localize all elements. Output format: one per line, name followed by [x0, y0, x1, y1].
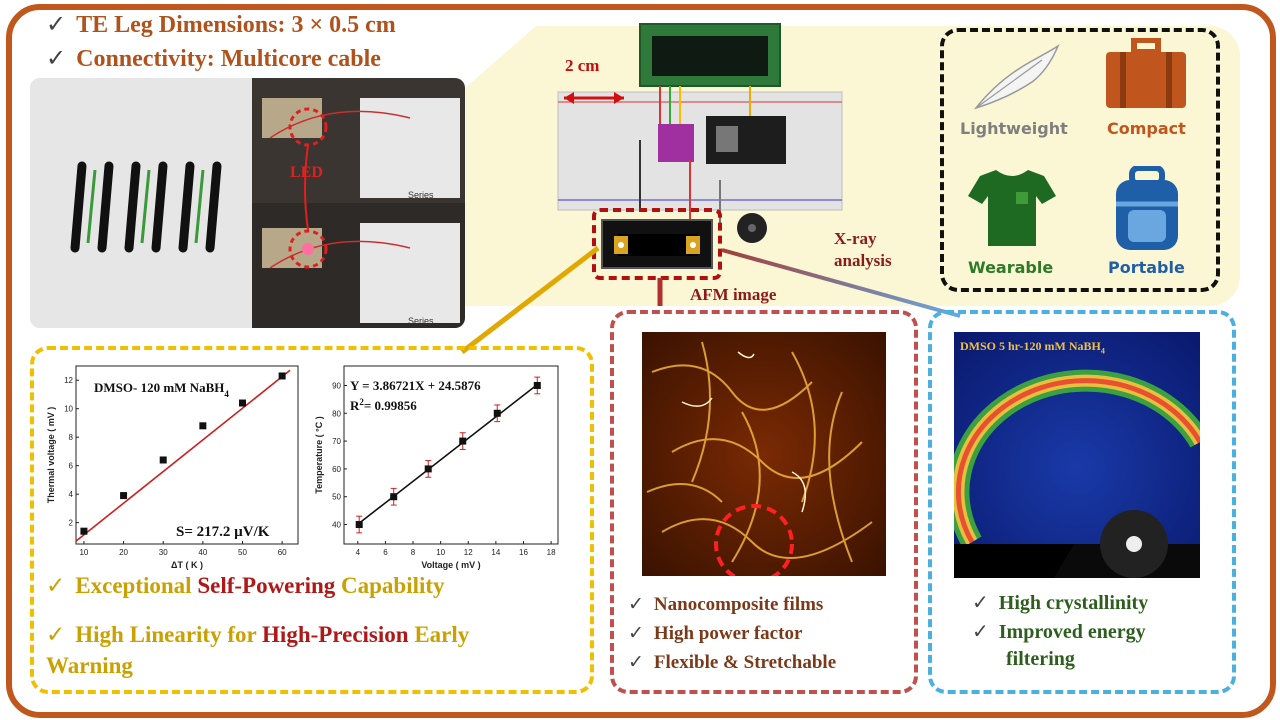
data-point — [278, 372, 286, 380]
feature-wearable: Wearable — [968, 258, 1054, 277]
plot-frame — [75, 365, 299, 545]
suitcase-icon — [1106, 38, 1186, 108]
feature-portable: Portable — [1108, 258, 1185, 277]
x-tick-label: 50 — [238, 548, 247, 557]
data-point — [424, 465, 432, 473]
series-label-2: Series — [408, 316, 434, 326]
data-point — [120, 492, 128, 500]
data-point — [239, 399, 246, 407]
header-item-connectivity: ✓Connectivity: Multicore cable — [46, 46, 381, 72]
chart-annotation-r2: R2= 0.99856 — [350, 397, 417, 413]
x-tick-label: 10 — [79, 548, 88, 557]
afm-check-2: ✓High power factor — [628, 623, 803, 644]
afm-check-3: ✓Flexible & Stretchable — [628, 652, 837, 673]
x-tick-label: 18 — [547, 548, 556, 557]
x-tick-label: 16 — [519, 548, 528, 557]
x-tick-label: 10 — [436, 548, 445, 557]
xray-check-2: ✓Improved energy — [972, 621, 1146, 643]
x-tick-label: 20 — [119, 548, 128, 557]
backpack-icon — [1116, 166, 1178, 250]
data-point — [390, 493, 398, 501]
chart-annotation-slope: S= 217.2 µV/K — [176, 524, 270, 540]
xray-check-2-line2: filtering — [1006, 648, 1075, 670]
x-tick-label: 4 — [356, 548, 361, 557]
afm-image — [642, 332, 886, 576]
xray-image — [954, 332, 1200, 578]
data-point — [533, 381, 541, 389]
y-tick-label: 70 — [332, 437, 341, 446]
y-tick-label: 90 — [332, 381, 341, 390]
chart-annotation-equation: Y = 3.86721X + 24.5876 — [350, 378, 481, 393]
r2-value: = 0.99856 — [364, 398, 417, 413]
xray-image-label: DMSO 5 hr-120 mM NaBH4 — [960, 339, 1105, 356]
fit-line — [357, 382, 540, 525]
device-photo: LED Series Series — [30, 78, 465, 328]
xray-label-line2: analysis — [834, 251, 892, 270]
y-axis-label: Temperature ( °C ) — [314, 416, 324, 493]
x-tick-label: 8 — [411, 548, 416, 557]
y-tick-label: 12 — [64, 376, 73, 385]
xray-panel — [928, 310, 1236, 694]
x-axis-label: ΔT ( K ) — [171, 560, 203, 570]
chart-thermal-voltage: 10 20 30 40 50 60 2 4 6 8 10 12 ΔT ( K ) Thermal volt… — [46, 365, 299, 570]
xray-check-1: ✓High crystallinity — [972, 592, 1149, 614]
y-tick-label: 2 — [69, 519, 74, 528]
chart-annotation-title: DMSO- 120 mM NaBH4 — [94, 380, 229, 399]
y-tick-label: 80 — [332, 409, 341, 418]
x-tick-label: 60 — [278, 548, 287, 557]
xray-label-line1: X-ray — [834, 229, 877, 248]
data-point — [80, 527, 88, 535]
y-tick-label: 8 — [69, 433, 74, 442]
afm-check-1: ✓Nanocomposite films — [628, 594, 824, 615]
y-axis-label: Thermal voltage ( mV ) — [46, 407, 56, 504]
y-tick-label: 40 — [332, 521, 341, 530]
data-point — [459, 437, 467, 445]
fit-line — [75, 369, 291, 542]
feature-compact: Compact — [1107, 119, 1186, 138]
header-item-dimensions: ✓TE Leg Dimensions: 3 × 0.5 cm — [46, 12, 396, 38]
afm-panel — [610, 310, 918, 694]
x-tick-label: 6 — [383, 548, 388, 557]
led-label: LED — [290, 164, 323, 181]
data-point — [493, 409, 501, 417]
afm-label: AFM image — [690, 285, 777, 304]
data-point — [199, 422, 207, 430]
x-tick-label: 30 — [159, 548, 168, 557]
feature-lightweight: Lightweight — [960, 119, 1068, 138]
circuit-schematic — [557, 23, 843, 280]
r2-superscript: 2 — [359, 397, 364, 407]
chart-annotation-subscript: 4 — [224, 389, 229, 399]
y-tick-label: 50 — [332, 493, 341, 502]
y-tick-label: 4 — [69, 490, 74, 499]
data-point — [355, 521, 363, 529]
feather-icon — [973, 44, 1060, 110]
x-axis-label: Voltage ( mV ) — [421, 560, 480, 570]
y-tick-label: 60 — [332, 465, 341, 474]
device-photo-drawing — [30, 78, 465, 328]
scale-label: 2 cm — [565, 56, 600, 75]
y-tick-label: 6 — [69, 462, 74, 471]
y-tick-label: 10 — [64, 405, 73, 414]
panel-check-high-linearity: ✓High Linearity for High-Precision Early… — [46, 622, 470, 678]
x-tick-label: 14 — [491, 548, 500, 557]
tshirt-icon — [968, 170, 1056, 246]
x-tick-label: 40 — [198, 548, 207, 557]
x-tick-label: 12 — [464, 548, 473, 557]
data-point — [159, 456, 167, 464]
series-label-1: Series — [408, 190, 434, 200]
panel-check-self-powering: ✓Exceptional Self-Powering Capability — [46, 573, 445, 598]
performance-panel — [30, 346, 594, 694]
